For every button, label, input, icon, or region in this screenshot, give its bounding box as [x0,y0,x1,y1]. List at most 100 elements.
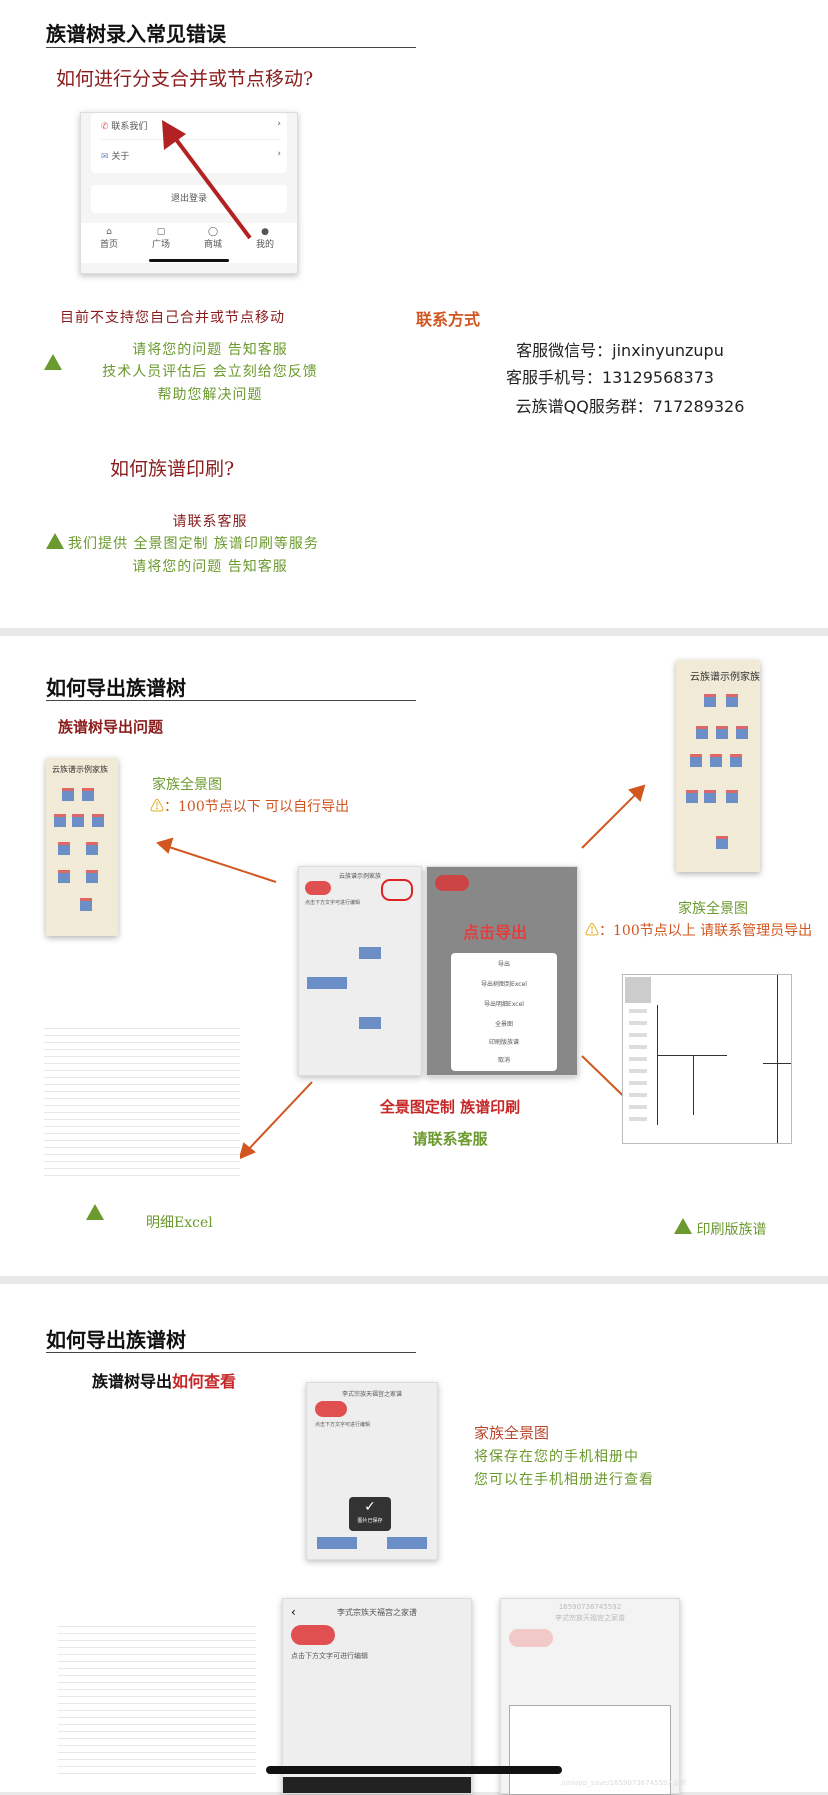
user-icon: ● [261,227,269,237]
menu-export-tree-excel[interactable]: 导出树图到Excel [481,981,527,988]
export-menu: 导出 导出树图到Excel 导出明细Excel 全景图 印刷版族谱 取消 [451,953,557,1071]
section-title: 族谱树录入常见错误 [46,22,226,46]
warning-triangle-icon [674,1218,692,1234]
panorama-view-line: 您可以在手机相册进行查看 [474,1472,654,1488]
table-row [44,1029,240,1036]
app-hint: 点击下方文字可进行编辑 [291,1652,368,1660]
tab-square[interactable]: ▢广场 [139,227,183,250]
section-title: 如何导出族谱树 [46,676,186,700]
table-row [44,1141,240,1148]
menu-export-detail-excel[interactable]: 导出明细Excel [484,1001,524,1008]
tab-home[interactable]: ⌂首页 [87,227,131,250]
table-row [58,1760,256,1767]
app-title: 李式宗族天福宫之家谱 [337,1608,417,1617]
section-subtitle: 族谱树导出问题 [58,718,164,736]
notice-feedback: 技术人员评估后 会立刻给您反馈 [102,364,318,380]
contact-mobile: 客服手机号：13129568373 [506,368,714,387]
app-title: 云族谱示例家族 [338,873,381,880]
tree-title: 云族谱示例家族 [52,765,108,774]
square-icon: ▢ [156,227,166,237]
mail-icon: ✉ [101,152,109,162]
table-row [58,1732,256,1739]
tab-mine[interactable]: ●我的 [243,227,287,250]
table-row [58,1711,256,1718]
table-row [44,1043,240,1050]
panorama-save-line: 将保存在您的手机相册中 [474,1449,639,1465]
table-row [58,1739,256,1746]
table-row [44,1064,240,1071]
logo-button [435,875,469,891]
table-row [44,1071,240,1078]
section-subtitle: 族谱树导出如何查看 [92,1372,237,1391]
table-row [44,1092,240,1099]
notice-tell-service: 请将您的问题 告知客服 [132,342,288,358]
tab-mall[interactable]: ◯商城 [191,227,235,250]
table-row [58,1641,256,1648]
logo-button[interactable] [305,881,331,895]
warning-triangle-icon [86,1204,104,1224]
table-row [58,1753,256,1760]
table-row [44,1078,240,1085]
logo-button [315,1401,347,1417]
under100-row: ⚠：100节点以下 可以自行导出 [150,799,350,815]
excel-preview [44,1022,240,1182]
section-divider [46,700,416,701]
table-row [44,1085,240,1092]
excel-label: 明细Excel [146,1215,213,1231]
print-book-preview [622,974,792,1144]
table-row [58,1627,256,1634]
app-title: 李式宗族天福宫之家谱 [341,1391,402,1398]
export-icon-highlight[interactable] [381,879,413,901]
table-row [58,1620,256,1627]
table-row [58,1704,256,1711]
custom-print-label: 全景图定制 族谱印刷 [379,1098,521,1116]
menu-print-version[interactable]: 印刷版族谱 [488,1039,519,1046]
tree-panorama-large: 云族谱示例家族 [676,660,760,872]
question-merge: 如何进行分支合并或节点移动? [56,68,314,90]
back-arrow-icon[interactable]: ‹ [291,1605,296,1619]
home-indicator [266,1766,562,1774]
section-card-1: 族谱树录入常见错误 如何进行分支合并或节点移动? ✆ 联系我们 › ✉ 关于 ›… [0,0,828,628]
table-row [44,1050,240,1057]
menu-about-label: 关于 [111,152,130,162]
menu-cancel[interactable]: 取消 [497,1057,510,1064]
contact-service-label: 请联系客服 [412,1130,488,1148]
menu-item-contact[interactable]: ✆ 联系我们 › [101,119,281,132]
phone-settings-screenshot: ✆ 联系我们 › ✉ 关于 › 退出登录 ⌂首页 ▢广场 ◯商城 ●我的 [80,112,298,274]
app-saved-screenshot: 李式宗族天福宫之家谱 点击下方文字可进行编辑 ✓ 图片已保存 [306,1382,438,1560]
section-title: 如何导出族谱树 [46,1328,186,1352]
table-row [58,1669,256,1676]
panorama-label-left: 家族全景图 [152,777,222,793]
home-icon: ⌂ [106,227,112,237]
app-export-menu-screenshot: 点击导出 导出 导出树图到Excel 导出明细Excel 全景图 印刷版族谱 取… [426,866,578,1076]
notice-unsupported: 目前不支持您自己合并或节点移动 [60,310,285,326]
logo-button [291,1625,335,1645]
file-path: /uniapp_save/16590736745592.pdf [561,1779,686,1787]
logout-button[interactable]: 退出登录 [91,185,287,213]
contact-wechat: 客服微信号：jinxinyunzupu [516,341,724,360]
warning-triangle-icon [44,354,62,374]
table-row [58,1683,256,1690]
table-row [58,1746,256,1753]
phone-number: 16590736745592 [558,1603,622,1611]
app-tree-screenshot-bottom: ‹ 李式宗族天福宫之家谱 点击下方文字可进行编辑 [282,1598,472,1794]
menu-panorama[interactable]: 全景图 [494,1021,513,1028]
table-row [44,1120,240,1127]
click-export-label: 点击导出 [463,923,528,942]
table-row [58,1690,256,1697]
contact-title: 联系方式 [416,310,481,329]
section-card-3: 如何导出族谱树 族谱树导出如何查看 李式宗族天福宫之家谱 点击下方文字可进行编辑… [0,1284,828,1795]
question-print: 如何族谱印刷? [110,458,235,480]
chevron-right-icon: › [277,149,281,159]
faded-title: 李式宗族天福宫之家谱 [555,1614,625,1622]
print-contact: 请联系客服 [172,514,248,530]
table-row [44,1106,240,1113]
table-row [44,1113,240,1120]
print-services: 我们提供 全景图定制 族谱印刷等服务 [68,536,319,552]
check-icon: ✓ [364,1499,376,1515]
table-row [58,1676,256,1683]
tree-panorama-small: 云族谱示例家族 [46,758,118,936]
excel-preview-bottom [58,1620,256,1792]
section-divider [46,1352,416,1353]
menu-item-about[interactable]: ✉ 关于 › [101,149,281,162]
